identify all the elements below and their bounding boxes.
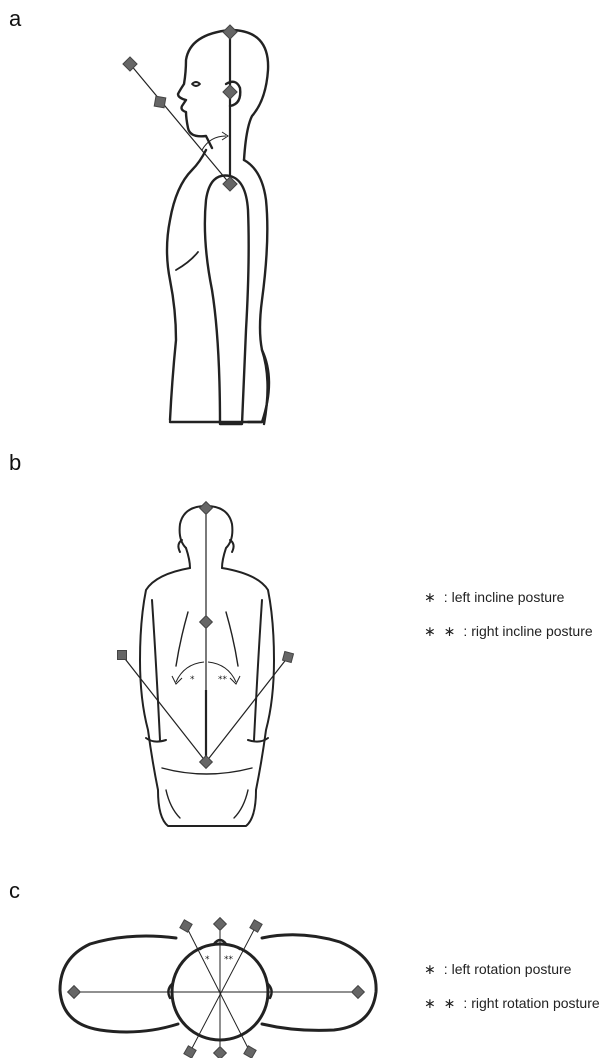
left-incline-line [122,655,206,762]
angle-mark-left-rotation: * [205,955,210,965]
panel-a-markers [123,25,237,191]
marker-right-shoulder [282,651,293,662]
marker-back-c [214,1047,227,1058]
scapula-left [176,612,188,666]
marker-sacrum [200,756,213,769]
hip-line [162,768,252,774]
legend-b-left-text: left incline posture [452,589,565,605]
angle-mark-left-incline: * [190,675,195,685]
shoulders-outline [60,935,376,1032]
angle-mark-right-rotation: ** [224,955,234,965]
marker-chin [154,96,166,108]
legend-colon: : [463,995,467,1011]
marker-top-head [223,25,237,39]
scapula-right [226,612,238,666]
marker-head-top-b [200,502,213,515]
marker-right-shoulder-c [352,986,365,999]
legend-b-right-mark: ∗ ∗ [424,623,457,639]
legend-colon: : [444,589,448,605]
legend-b-right: ∗ ∗:right incline posture [424,624,593,638]
legend-c-left: ∗:left rotation posture [424,962,571,976]
front-torso-outline [167,150,206,420]
marker-ear [223,85,237,99]
angle-mark-right-incline: ** [218,675,228,685]
panel-c-figure [60,935,376,1040]
angle-arc-a [202,136,226,150]
forward-head-line [130,64,230,184]
back-neck-left [186,548,190,568]
arm-inner-right [254,600,262,740]
legend-colon: : [444,961,448,977]
legend-c-left-mark: ∗ [424,961,438,977]
legend-c-left-text: left rotation posture [452,961,572,977]
marker-nose-c [214,918,227,931]
glute-left [166,790,180,818]
legend-b-left: ∗:left incline posture [424,590,564,604]
legend-c-right-mark: ∗ ∗ [424,995,457,1011]
marker-left-rot-back [184,1046,196,1058]
glute-right [234,790,248,818]
legend-b-right-text: right incline posture [471,623,592,639]
eye-outline [192,82,200,86]
side-head-outline [178,30,268,160]
marker-right-rot-back [244,1046,256,1058]
legend-colon: : [463,623,467,639]
panel-a-figure [167,30,269,424]
buttocks-outline [248,350,269,422]
legend-b-left-mark: ∗ [424,589,438,605]
legend-c-right: ∗ ∗:right rotation posture [424,996,600,1010]
marker-left-shoulder [118,651,127,660]
panel-a-measurements [130,32,230,184]
marker-mid-spine [200,616,213,629]
arm-outline [205,176,249,425]
legend-c-right-text: right rotation posture [471,995,599,1011]
arm-inner-left [152,600,160,740]
right-incline-line [206,657,288,762]
panel-b-figure [140,506,274,826]
marker-left-shoulder-c [68,986,81,999]
marker-right-rot-front [250,920,262,932]
chest-line [176,252,198,270]
marker-ext-a [123,57,137,71]
marker-left-rot-front [180,920,192,932]
